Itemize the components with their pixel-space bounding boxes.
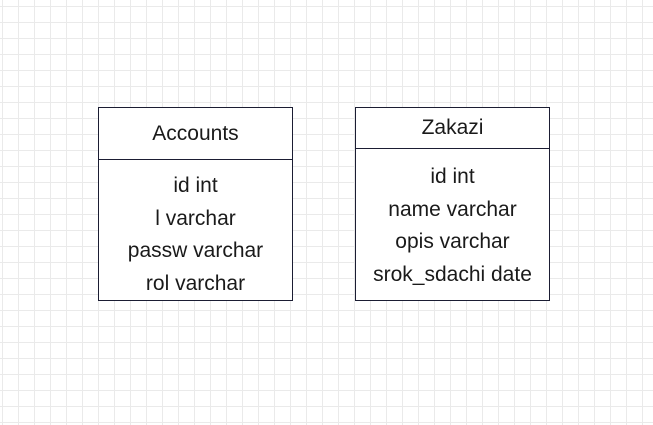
entity-zakazi[interactable]: Zakazi id int name varchar opis varchar … [355, 107, 550, 301]
field-srok-sdachi: srok_sdachi date [373, 262, 532, 286]
entity-title: Accounts [99, 108, 292, 160]
entity-title: Zakazi [356, 108, 549, 149]
field-id: id int [430, 165, 475, 188]
field-id: id int [173, 174, 218, 197]
field-passw: passw varchar [127, 239, 264, 262]
field-name: name varchar [388, 197, 517, 221]
field-rol: rol varchar [145, 271, 246, 295]
entity-fields: id int name varchar opis varchar srok_sd… [356, 149, 549, 291]
entity-accounts[interactable]: Accounts id int l varchar passw varchar … [98, 107, 293, 301]
entity-fields: id int l varchar passw varchar rol varch… [99, 160, 292, 300]
field-opis: opis varchar [395, 230, 510, 253]
field-l: l varchar [155, 206, 236, 230]
